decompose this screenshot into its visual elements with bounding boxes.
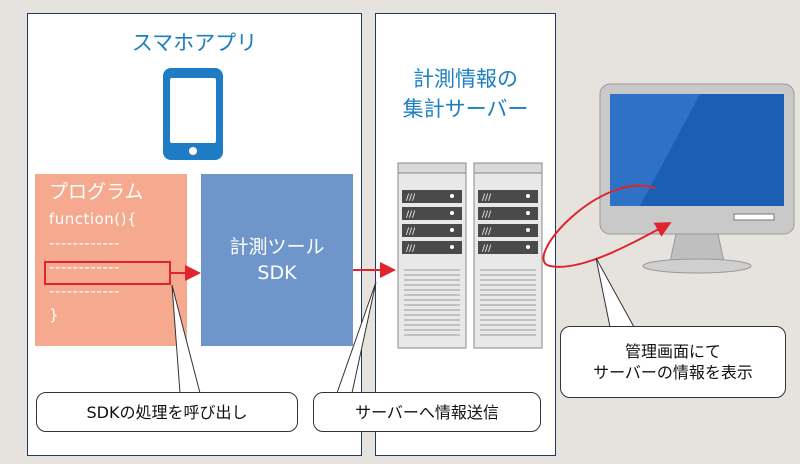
svg-text:///: ///	[406, 193, 416, 203]
server-panel-title: 計測情報の 集計サーバー	[402, 67, 529, 121]
program-title: プログラム	[49, 181, 144, 203]
sdk-label: 計測ツール SDK	[229, 236, 325, 284]
callout-admin-screen: 管理画面にて サーバーの情報を表示	[560, 326, 786, 398]
program-box: プログラム function(){ ------------ ---------…	[35, 174, 187, 346]
svg-text:///: ///	[482, 193, 492, 203]
arrow-to-monitor	[542, 184, 672, 268]
svg-text:///: ///	[406, 227, 416, 237]
program-line: function(){	[49, 210, 138, 228]
app-panel-title: スマホアプリ	[131, 31, 258, 55]
sdk-box: 計測ツール SDK	[201, 174, 353, 346]
svg-text:///: ///	[482, 210, 492, 220]
program-line: }	[49, 306, 60, 324]
callout-send-to-server: サーバーへ情報送信	[313, 392, 541, 432]
program-line: ------------	[49, 234, 120, 252]
callout-pointer	[336, 281, 377, 394]
server-rack-icon: /// /// /// ///	[397, 162, 467, 349]
svg-text:///: ///	[482, 244, 492, 254]
desktop-monitor-icon	[599, 83, 795, 274]
sdk-call-highlight	[44, 261, 171, 285]
svg-text:///: ///	[406, 244, 416, 254]
callout-pointer	[171, 284, 201, 394]
callout-pointer	[595, 257, 635, 328]
callout-sdk-call: SDKの処理を呼び出し	[36, 392, 298, 432]
svg-text:///: ///	[482, 227, 492, 237]
server-rack-icon: /// /// /// ///	[473, 162, 543, 349]
program-line: ------------	[49, 282, 120, 300]
svg-text:///: ///	[406, 210, 416, 220]
